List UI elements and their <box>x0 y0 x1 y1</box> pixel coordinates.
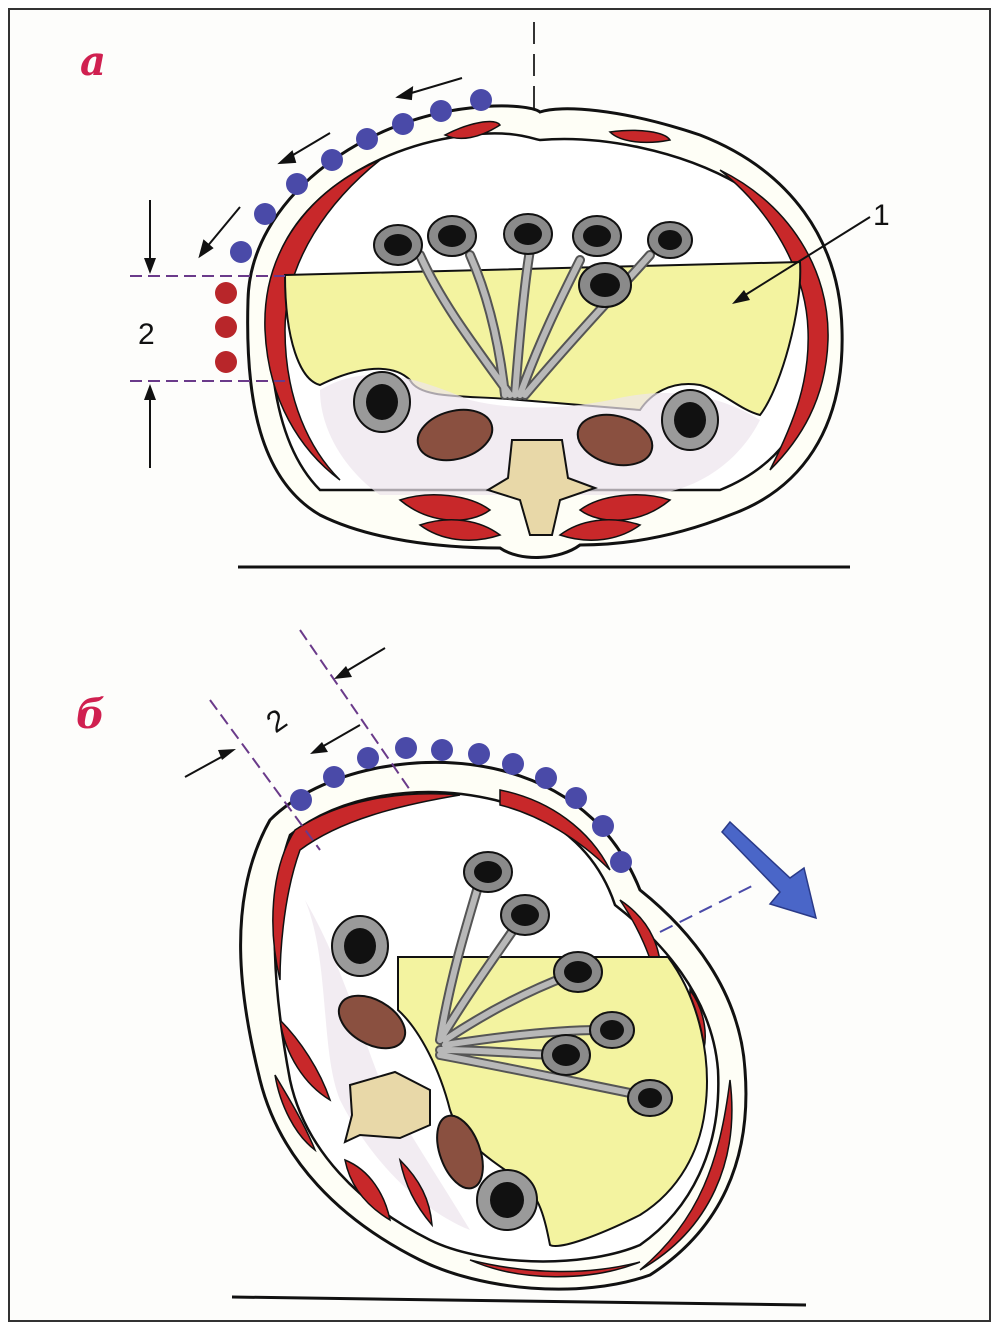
label-2-a: 2 <box>138 318 155 351</box>
panel-a-letter: а <box>80 38 106 85</box>
panel-a: а <box>80 22 890 567</box>
panel-b-letter: б <box>76 691 105 738</box>
rotation-arrow-icon <box>722 822 816 918</box>
label-1-a: 1 <box>873 199 890 232</box>
label-2-b: 2 <box>261 703 294 740</box>
table-surface-b <box>232 1297 806 1305</box>
vertebra-b <box>345 1072 430 1142</box>
panel-b: б <box>76 630 816 1305</box>
percussion-dots-dull-a <box>215 282 237 373</box>
